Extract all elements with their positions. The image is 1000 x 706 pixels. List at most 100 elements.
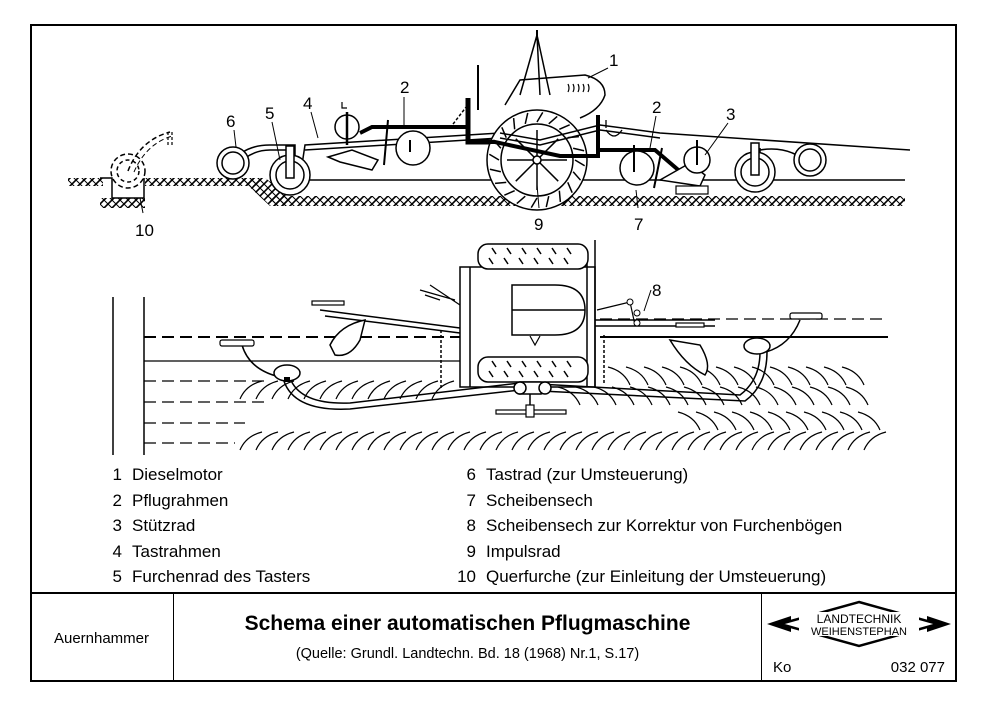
soil-hatch-main [270, 196, 905, 206]
soil-stroke [287, 431, 311, 451]
tire-tread [495, 181, 507, 185]
soil-stroke [767, 411, 791, 431]
plough-skid-right [675, 185, 709, 195]
tire-tread [548, 115, 558, 125]
tire-tread-top [506, 360, 512, 368]
tire-tread [488, 153, 500, 161]
plough-frame-left [359, 125, 470, 135]
tire-tread [512, 118, 516, 130]
tire-tread [530, 197, 538, 209]
soil-stroke [767, 431, 791, 451]
soil-stroke [623, 431, 647, 451]
soil-stroke [749, 411, 773, 431]
furrow-wheel-5-fork [285, 145, 295, 179]
legend-number: 8 [466, 516, 476, 535]
soil-stroke [463, 431, 487, 451]
legend-label: Furchenrad des Tasters [132, 567, 311, 586]
soil-stroke [255, 380, 279, 400]
ghost-wheel-outer [110, 153, 146, 189]
feeler-frame-top-lower-2 [282, 351, 768, 410]
soil-stroke [755, 386, 779, 406]
legend-number: 10 [457, 567, 476, 586]
tractor-mast [519, 34, 551, 96]
plough-body-left [325, 149, 380, 171]
plough-handle-left [311, 300, 345, 306]
soil-stroke [335, 380, 359, 400]
legend-label: Scheibensech [486, 490, 593, 510]
tire-tread [516, 195, 526, 205]
callout-2-right: 2 [652, 98, 661, 117]
soil-stroke [607, 366, 631, 386]
callout-8-leader [643, 289, 652, 312]
tire-tread [574, 159, 586, 167]
logo-text-bg [799, 612, 919, 636]
feeler-frame-top-lower [289, 351, 761, 404]
feeler-wheel-6-inner [221, 151, 245, 175]
soil-stroke [719, 386, 743, 406]
coulter-wheel-7 [619, 150, 655, 186]
tire-tread-top [533, 370, 539, 378]
legend-number: 3 [112, 516, 122, 535]
soil-stroke [751, 366, 775, 386]
legend-number: 2 [112, 490, 122, 510]
coulter-8-disc-1 [626, 298, 634, 306]
soil-stroke [839, 411, 863, 431]
logo-arrow-left [767, 616, 791, 632]
soil-stroke [751, 431, 775, 451]
drawing-number: 032 077 [890, 659, 945, 676]
feeler-arm-right [765, 319, 801, 353]
soil-stroke [827, 386, 851, 406]
soil-stroke [683, 386, 707, 406]
soil-stroke [687, 431, 711, 451]
cross-furrow [100, 177, 145, 199]
tire-tread-top [536, 360, 542, 368]
tire-tread-top [503, 257, 509, 265]
soil-stroke [607, 431, 631, 451]
soil-stroke [787, 366, 811, 386]
tire-tread-top [533, 257, 539, 265]
impulse-roller-right [538, 381, 552, 395]
soil-stroke [351, 380, 375, 400]
plough-brace-left [419, 284, 461, 306]
impulse-roller-left [513, 381, 527, 395]
drawing-title: Schema einer automatischen Pflugmaschine [244, 612, 691, 635]
tire-tread-top [518, 257, 524, 265]
tire-tread-top [563, 257, 569, 265]
tire-top-view-upper [477, 243, 589, 270]
hood-grille [567, 83, 590, 93]
soil-stroke [769, 366, 793, 386]
soil-stroke [799, 431, 823, 451]
tire-tread-top [491, 360, 497, 368]
tire-tread-top [551, 360, 557, 368]
side-view: 1 2 3 4 5 6 2 7 9 10 [68, 30, 911, 240]
soil-stroke [557, 386, 581, 406]
soil-stroke [713, 411, 737, 431]
title-cell: Schema einer automatischen Pflugmaschine… [174, 594, 762, 682]
coulter-wheel-left [395, 130, 431, 166]
ghost-wheel-inner [116, 159, 140, 183]
soil-stroke [367, 380, 391, 400]
chain-right [605, 120, 623, 137]
tire-tread [572, 147, 585, 152]
tire-tread-top [536, 247, 542, 255]
soil-stroke [335, 431, 359, 451]
legend-number: 4 [112, 541, 122, 561]
legend-number: 6 [466, 465, 476, 484]
soil-stroke [625, 366, 649, 386]
legend-label: Dieselmotor [132, 465, 223, 484]
tire-tread-top [548, 257, 554, 265]
title-block: Auernhammer Schema einer automatischen P… [30, 592, 957, 682]
soil-stroke [841, 366, 865, 386]
soil-stroke [527, 431, 551, 451]
soil-stroke [735, 431, 759, 451]
soil-stroke [319, 431, 343, 451]
soil-stroke [239, 431, 263, 451]
callout-9: 9 [534, 215, 543, 234]
author: Auernhammer [30, 594, 174, 682]
